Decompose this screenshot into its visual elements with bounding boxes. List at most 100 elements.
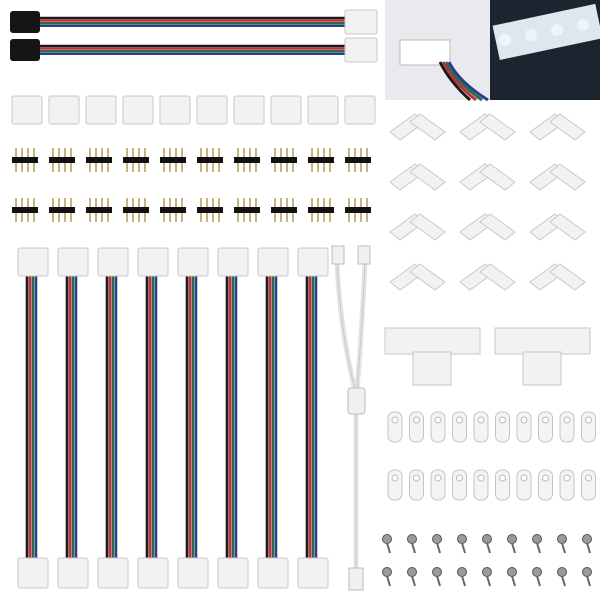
clip-hole bbox=[413, 474, 420, 482]
l-connector bbox=[459, 163, 516, 191]
screw bbox=[532, 534, 542, 554]
splitter-plug bbox=[348, 567, 364, 591]
screw-shaft bbox=[586, 542, 591, 554]
extension-cable bbox=[10, 9, 378, 35]
extension-cable bbox=[10, 37, 378, 63]
screw-shaft bbox=[386, 575, 391, 587]
l-arm bbox=[479, 113, 516, 141]
connector-cable bbox=[257, 247, 289, 589]
screw bbox=[582, 534, 592, 554]
screw-shaft bbox=[536, 542, 541, 554]
screw-shaft bbox=[536, 575, 541, 587]
splitter-plug bbox=[331, 245, 345, 265]
mounting-clip bbox=[495, 469, 510, 501]
clip-body bbox=[387, 411, 403, 443]
pin-body bbox=[345, 157, 371, 163]
mounting-clip bbox=[538, 411, 553, 443]
screw bbox=[557, 534, 567, 554]
mounting-clip bbox=[409, 469, 424, 501]
pin-header bbox=[86, 148, 112, 172]
screw-head bbox=[407, 567, 417, 577]
screw bbox=[432, 534, 442, 554]
l-connector bbox=[529, 163, 586, 191]
inset-led bbox=[525, 29, 537, 41]
pin-header bbox=[234, 148, 260, 172]
clip-connector-top bbox=[57, 247, 89, 277]
connector-cable bbox=[297, 247, 329, 589]
clip-connector bbox=[85, 95, 117, 125]
screw-head bbox=[432, 567, 442, 577]
pin-header bbox=[234, 198, 260, 222]
clip-hole bbox=[456, 416, 463, 424]
pin-header bbox=[271, 148, 297, 172]
clip-hole bbox=[563, 416, 571, 424]
screw-shaft bbox=[461, 542, 466, 554]
l-arm bbox=[409, 263, 446, 291]
splitter-junction bbox=[347, 387, 366, 415]
inset-clip bbox=[399, 39, 451, 66]
clip-hole bbox=[542, 416, 549, 424]
pin-header bbox=[160, 198, 186, 222]
clip-connector bbox=[48, 95, 80, 125]
mounting-clip bbox=[387, 469, 403, 501]
clip-body bbox=[559, 411, 575, 443]
clip-connector-top bbox=[297, 247, 329, 277]
clip-connector bbox=[196, 95, 228, 125]
screw-shaft bbox=[486, 542, 491, 554]
pin-body bbox=[234, 207, 260, 213]
screw-shaft bbox=[436, 575, 441, 587]
clip-hole bbox=[434, 416, 442, 424]
mounting-clip bbox=[495, 411, 510, 443]
inset-photos bbox=[385, 0, 600, 102]
screw-head bbox=[482, 534, 492, 544]
clip-connector bbox=[344, 37, 378, 63]
clip-hole bbox=[585, 416, 592, 424]
l-connector bbox=[529, 113, 586, 141]
l-arm bbox=[409, 163, 446, 191]
pin-body bbox=[49, 157, 75, 163]
screw-head bbox=[507, 534, 517, 544]
clip-body bbox=[409, 469, 424, 501]
clip-body bbox=[430, 469, 446, 501]
clip-body bbox=[430, 411, 446, 443]
pin-body bbox=[49, 207, 75, 213]
l-connector bbox=[459, 213, 516, 241]
clip-body bbox=[516, 411, 532, 443]
clip-body bbox=[473, 469, 489, 501]
inset-wire bbox=[447, 61, 489, 102]
screw-shaft bbox=[486, 575, 491, 587]
pin-header bbox=[12, 148, 38, 172]
mounting-clip bbox=[559, 469, 575, 501]
female-plug bbox=[10, 11, 40, 33]
l-connector bbox=[389, 113, 446, 141]
splitter-wire-edge bbox=[336, 261, 366, 570]
pin-body bbox=[308, 157, 334, 163]
pin-header bbox=[86, 198, 112, 222]
t-stem bbox=[412, 351, 452, 386]
pin-header bbox=[160, 148, 186, 172]
pin-body bbox=[86, 207, 112, 213]
screw bbox=[582, 567, 592, 587]
screw-head bbox=[582, 567, 592, 577]
screw-shaft bbox=[386, 542, 391, 554]
pin-header bbox=[345, 198, 371, 222]
clip-body bbox=[538, 411, 553, 443]
inset-wire bbox=[438, 61, 472, 102]
clip-connector-bottom bbox=[297, 557, 329, 589]
clip-hole bbox=[391, 474, 399, 482]
l-connector bbox=[459, 263, 516, 291]
connector-cable bbox=[137, 247, 169, 589]
clip-connector-bottom bbox=[57, 557, 89, 589]
clip-hole bbox=[585, 474, 592, 482]
clip-connector-top bbox=[17, 247, 49, 277]
clip-connector bbox=[159, 95, 191, 125]
screw-head bbox=[532, 567, 542, 577]
t-stem bbox=[522, 351, 562, 386]
l-connector bbox=[389, 213, 446, 241]
connector-cable bbox=[217, 247, 249, 589]
pin-body bbox=[160, 207, 186, 213]
clip-body bbox=[559, 469, 575, 501]
mounting-clip bbox=[516, 469, 532, 501]
l-connector bbox=[529, 263, 586, 291]
l-arm bbox=[549, 113, 586, 141]
